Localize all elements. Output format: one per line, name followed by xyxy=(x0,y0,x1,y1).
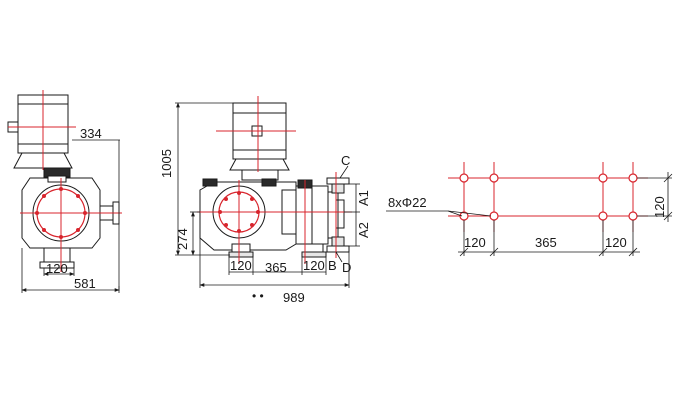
front-label-d: D xyxy=(342,260,351,275)
base-hole xyxy=(489,211,499,221)
front-dim-120-left: 120 xyxy=(230,258,252,273)
front-dim-274: 274 xyxy=(175,228,190,250)
base-dim-120-vertical: 120 xyxy=(652,196,667,218)
front-label-c: C xyxy=(341,153,350,168)
front-dim-989: 989 xyxy=(283,290,305,305)
base-hole xyxy=(598,211,608,221)
side-dim-581: 581 xyxy=(74,276,96,291)
base-dim-365: 365 xyxy=(535,235,557,250)
front-top-knob xyxy=(202,178,218,187)
front-motor-flange xyxy=(229,158,290,171)
base-holes-label: 8xΦ22 xyxy=(388,195,427,210)
front-dim-120-right: 120 xyxy=(303,258,325,273)
front-view: 1005 274 120 365 120 C D B A1 A2 • • 989 xyxy=(159,96,371,305)
front-label-b: B xyxy=(328,258,337,273)
front-foot-right xyxy=(304,243,324,253)
base-dim-120-right: 120 xyxy=(605,235,627,250)
front-label-a2: A2 xyxy=(356,222,371,238)
base-hole xyxy=(628,173,638,183)
side-bottom-pipe xyxy=(43,247,71,263)
front-top-flange-c xyxy=(326,177,350,185)
base-hole xyxy=(489,173,499,183)
side-view: 334 120 581 xyxy=(7,90,122,293)
front-foot-left xyxy=(231,243,251,253)
base-dim-120-left: 120 xyxy=(464,235,486,250)
base-plan: 8xΦ22 120 365 120 120 xyxy=(386,162,673,257)
front-dots: • • xyxy=(252,289,264,303)
front-label-a1: A1 xyxy=(356,190,371,206)
front-bottom-flange-d xyxy=(326,245,350,253)
base-hole xyxy=(598,173,608,183)
base-hole xyxy=(628,211,638,221)
front-dim-365: 365 xyxy=(265,260,287,275)
front-dim-1005: 1005 xyxy=(159,149,174,178)
side-dim-334: 334 xyxy=(80,126,102,141)
side-dim-120: 120 xyxy=(46,261,68,276)
base-hole xyxy=(459,173,469,183)
